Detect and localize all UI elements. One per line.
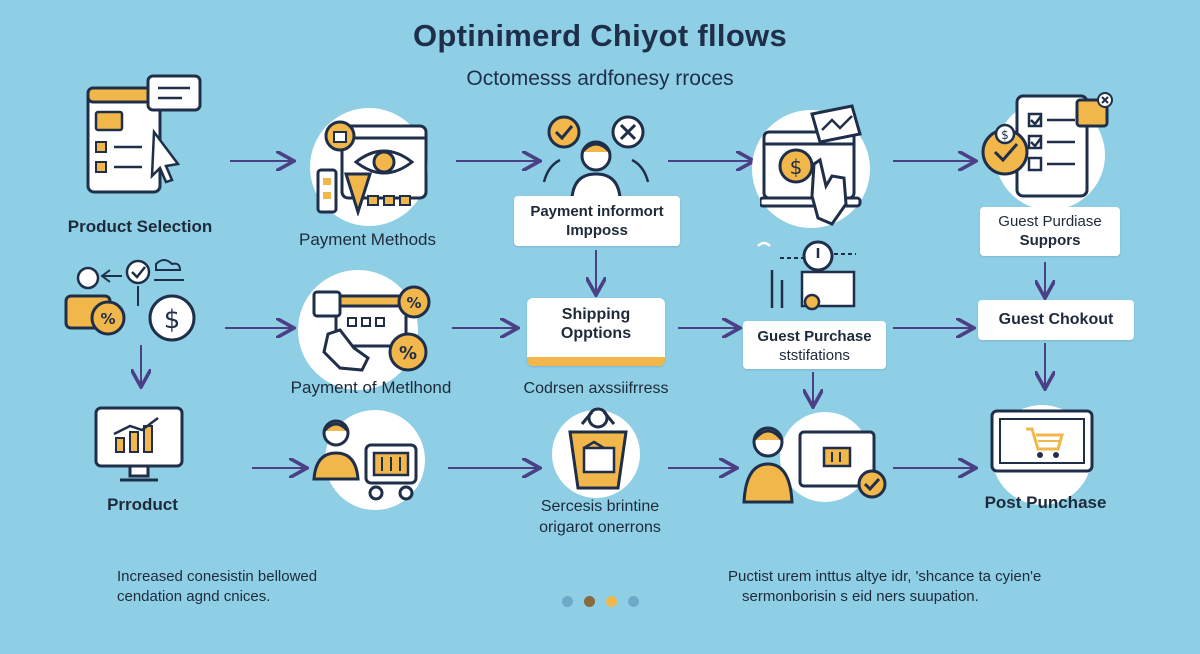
laptop-payment-icon: $ <box>760 104 862 226</box>
eye-screen-icon <box>316 120 428 216</box>
footer-left-line1: Increased conesistin bellowed <box>117 568 318 585</box>
post-purchase-monitor-icon <box>990 409 1094 473</box>
pagination-dot-3[interactable] <box>606 596 617 607</box>
footer-right-line1: Puctist urem inttus altye idr, 'shcance … <box>728 568 1042 585</box>
timer-door-icon <box>757 240 856 311</box>
payment-information-box: Payment informort Impposs <box>514 196 680 246</box>
guest-purchase-support-box: Guest Purdiase Suppors <box>980 207 1120 256</box>
guest-support-line1: Guest Purdiase <box>998 213 1102 230</box>
product-selection-icon <box>86 74 202 194</box>
svg-text:$: $ <box>790 155 803 179</box>
shipping-options-box: Shipping Opptions <box>527 298 665 366</box>
label-payment-of-method: Payment of Metlhond <box>290 378 452 397</box>
label-post-purchase: Post Punchase <box>984 493 1107 512</box>
pagination-dot-1[interactable] <box>562 596 573 607</box>
footer-right-line2: sermonborisin s eid ners suupation. <box>742 588 979 605</box>
footer-note-left: Increased conesistin bellowed cendation … <box>117 567 417 607</box>
svg-text:%: % <box>406 294 421 312</box>
svg-text:%: % <box>100 310 115 328</box>
label-product-selection: Product Selection <box>67 217 213 236</box>
page-subtitle: Octomesss ardfonesy rroces <box>466 67 734 90</box>
pagination-dot-4[interactable] <box>628 596 639 607</box>
shipping-options-line2: Opptions <box>560 325 632 342</box>
person-cart-icon <box>312 419 418 501</box>
page-title: Optinimerd Chiyot fllows <box>412 18 788 53</box>
guest-purchase-stat-box: Guest Purchase ststifations <box>743 321 886 369</box>
label-product: Prroduct <box>107 495 178 514</box>
shipping-options-line1: Shipping <box>561 306 631 323</box>
guest-checkout-box: Guest Chokout <box>978 300 1134 340</box>
label-secure-options: Sercesis brintine origarot onerrons <box>500 496 700 538</box>
guest-support-line2: Suppors <box>1019 232 1081 249</box>
label-payment-methods: Payment Methods <box>298 230 436 249</box>
secure-options-line2: origarot onerrons <box>539 519 661 536</box>
hand-cart-icon: % % <box>312 285 431 372</box>
guest-stat-line2: ststifations <box>779 347 850 364</box>
svg-text:$: $ <box>1001 128 1009 142</box>
monitor-chart-icon <box>94 406 184 482</box>
secure-options-line1: Sercesis brintine <box>540 498 660 515</box>
payment-information-line2: Impposs <box>566 222 628 239</box>
person-decision-icon <box>542 115 650 200</box>
pagination-dot-2[interactable] <box>584 596 595 607</box>
label-codrsen: Codrsen axssiifrress <box>523 380 669 397</box>
footer-left-line2: cendation agnd cnices. <box>117 588 271 605</box>
shopping-bag-icon <box>568 407 628 490</box>
footer-note-right: Puctist urem inttus altye idr, 'shcance … <box>728 567 1108 607</box>
guest-stat-line1: Guest Purchase <box>757 328 872 345</box>
svg-text:%: % <box>399 343 417 364</box>
svg-text:$: $ <box>164 305 181 335</box>
checklist-tablet-icon: $ <box>981 92 1113 198</box>
payment-information-line1: Payment informort <box>530 203 664 220</box>
people-dollar-icon: % $ <box>64 259 196 342</box>
person-monitor-icon <box>742 426 887 504</box>
